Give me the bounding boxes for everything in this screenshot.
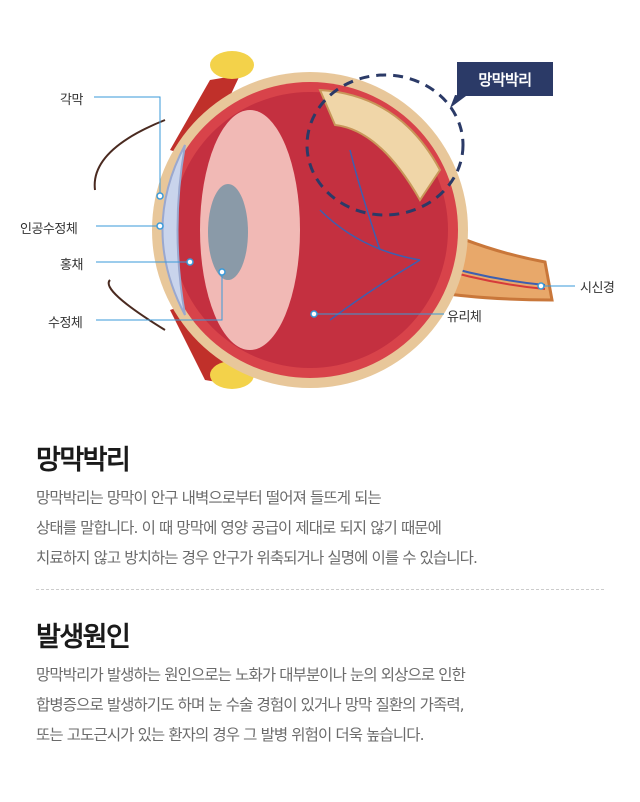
section-retinal-detachment: 망막박리 망막박리는 망막이 안구 내벽으로부터 떨어져 들뜨게 되는 상태를 …: [36, 438, 478, 573]
eye-diagram: 각막 인공수정체 홍채 수정체 유리체 시신경 망막박리: [20, 51, 615, 389]
body-line: 치료하지 않고 방치하는 경우 안구가 위축되거나 실명에 이를 수 있습니다.: [36, 549, 478, 567]
body-line: 합병증으로 발생하기도 하며 눈 수술 경험이 있거나 망막 질환의 가족력,: [36, 696, 465, 714]
body-line: 또는 고도근시가 있는 환자의 경우 그 발병 위험이 더욱 높습니다.: [36, 726, 425, 744]
label-lens: 수정체: [48, 316, 83, 331]
label-cornea: 각막: [60, 93, 83, 108]
label-vitreous: 유리체: [447, 310, 482, 325]
label-optic-nerve: 시신경: [580, 281, 615, 296]
retinal-detachment-badge: 망막박리: [457, 62, 553, 96]
body-line: 망막박리가 발생하는 원인으로는 노화가 대부분이나 눈의 외상으로 인한: [36, 666, 466, 684]
section-body: 망막박리는 망막이 안구 내벽으로부터 떨어져 들뜨게 되는 상태를 말합니다.…: [36, 483, 478, 573]
label-iris: 홍채: [60, 258, 83, 273]
label-iol: 인공수정체: [20, 222, 78, 237]
section-body: 망막박리가 발생하는 원인으로는 노화가 대부분이나 눈의 외상으로 인한 합병…: [36, 660, 466, 750]
section-title: 망막박리: [36, 445, 131, 476]
body-line: 망막박리는 망막이 안구 내벽으로부터 떨어져 들뜨게 되는: [36, 489, 382, 507]
divider: [36, 589, 604, 590]
body-line: 상태를 말합니다. 이 때 망막에 영양 공급이 제대로 되지 않기 때문에: [36, 519, 442, 537]
section-causes: 발생원인 망막박리가 발생하는 원인으로는 노화가 대부분이나 눈의 외상으로 …: [36, 615, 466, 750]
eye-illustration: [93, 51, 575, 389]
section-title: 발생원인: [36, 622, 131, 653]
